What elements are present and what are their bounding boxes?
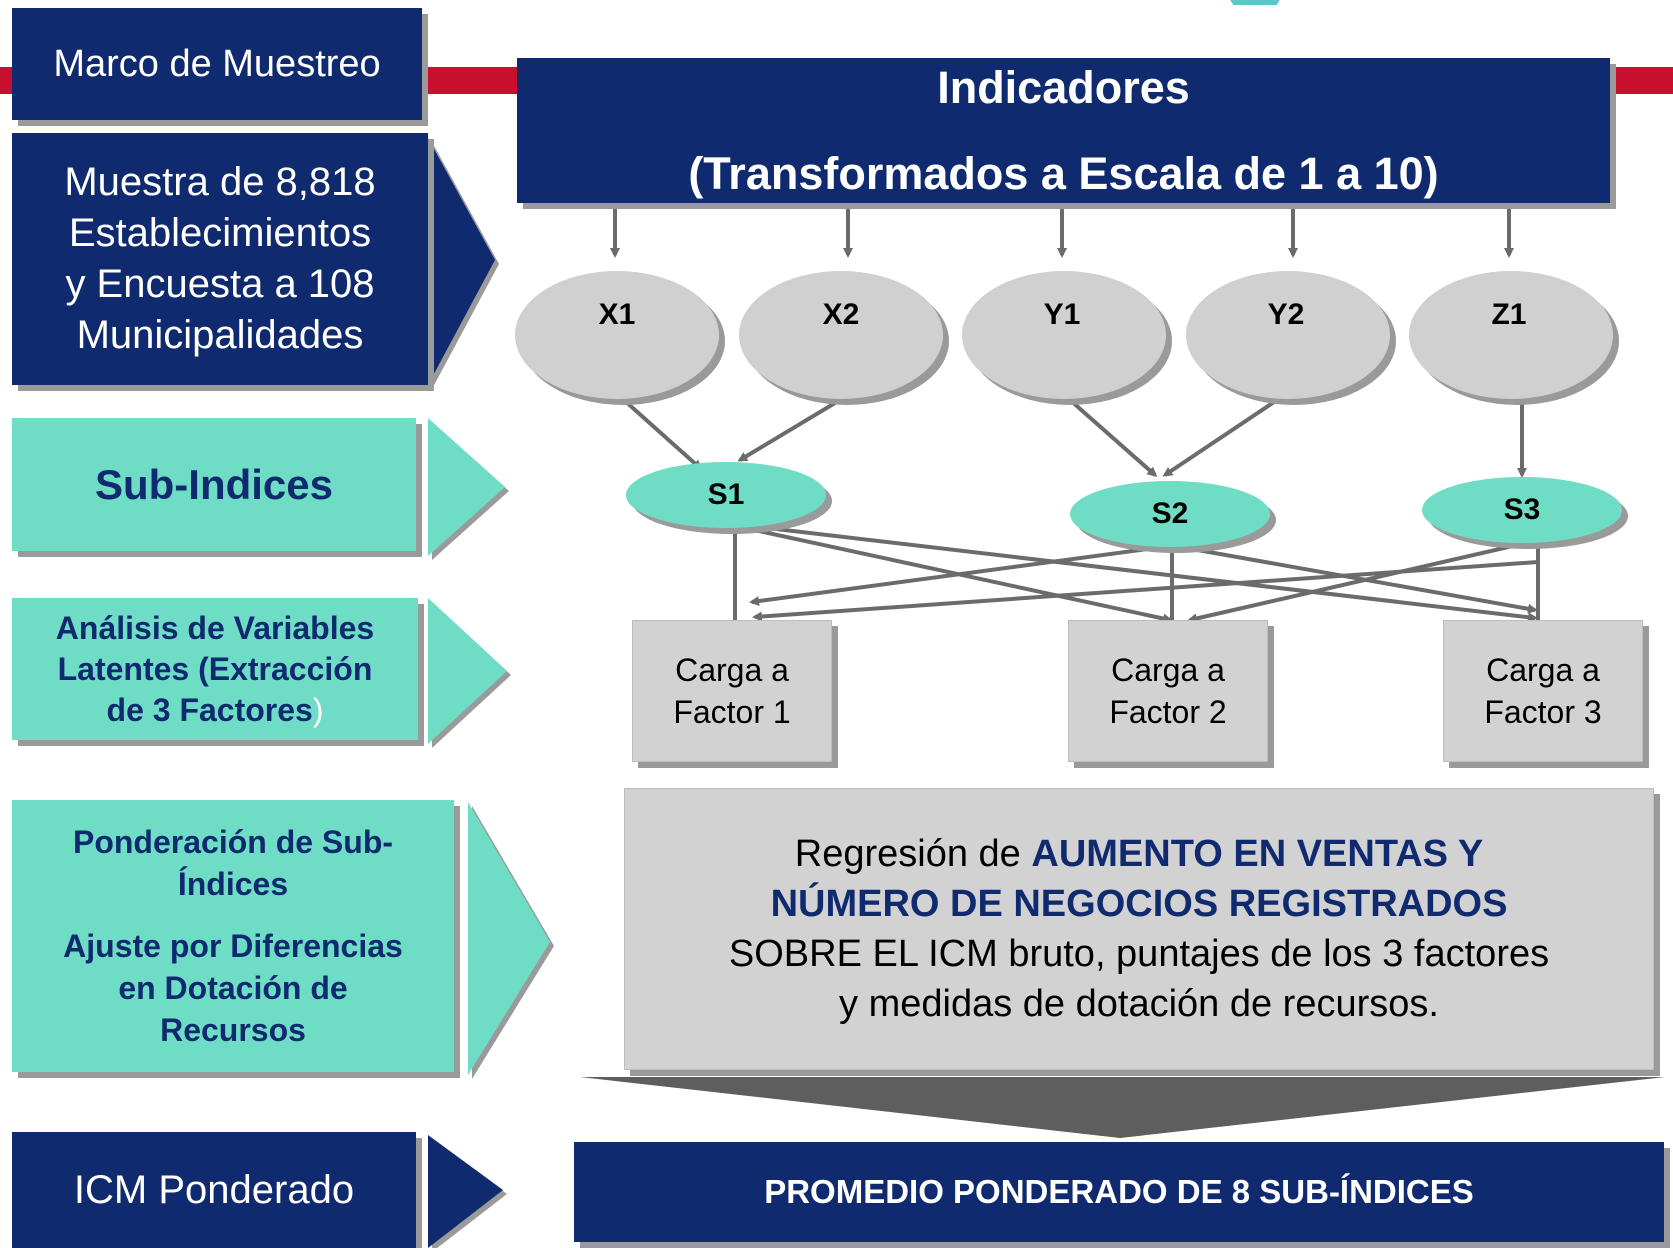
factor-2-line-1: Carga a <box>1111 652 1225 688</box>
regression-line-3: SOBRE EL ICM bruto, puntajes de los 3 fa… <box>728 933 1550 975</box>
weighting-line-2: Índices <box>177 866 289 902</box>
weighting-box: Ponderación de Sub- Índices Ajuste por D… <box>12 800 454 1072</box>
latent-analysis-box: Análisis de Variables Latentes (Extracci… <box>12 598 418 740</box>
logo-fragment <box>1215 0 1540 8</box>
funnel-arrow <box>580 1077 1665 1138</box>
indicators-subtitle: (Transformados a Escala de 1 a 10) <box>688 147 1439 199</box>
regression-line-2: NÚMERO DE NEGOCIOS REGISTRADOS <box>770 883 1508 925</box>
ellipse-s1 <box>626 462 826 528</box>
arrow-s2-factor1 <box>749 544 1171 607</box>
indicators-title: Indicadores <box>937 61 1190 113</box>
factor-2-line-2: Factor 2 <box>1109 694 1227 730</box>
latent-line-3: de 3 Factores) <box>106 691 324 728</box>
variable-x1-label: X1 <box>598 298 636 331</box>
arrow-y1-s2 <box>1068 398 1158 477</box>
weighted-icm-label: ICM Ponderado <box>73 1167 355 1212</box>
adjustment-line-1: Ajuste por Diferencias <box>63 928 403 964</box>
factor-3-box: Carga a Factor 3 <box>1443 620 1643 762</box>
sampling-frame-box: Marco de Muestreo <box>12 8 422 120</box>
variable-z1-label: Z1 <box>1491 298 1527 331</box>
variable-y1-label: Y1 <box>1043 298 1081 331</box>
variable-y2-label: Y2 <box>1267 298 1305 331</box>
variable-x2-label: X2 <box>822 298 860 331</box>
latent-line-2: Latentes (Extracción <box>57 650 373 687</box>
result-box: PROMEDIO PONDERADO DE 8 SUB-ÍNDICES <box>574 1142 1664 1242</box>
sample-line-3: y Encuesta a 108 <box>65 262 375 306</box>
factor-1-line-1: Carga a <box>675 652 789 688</box>
factor-2-box: Carga a Factor 2 <box>1068 620 1268 762</box>
ellipse-x1 <box>515 271 719 399</box>
sub-indices-box: Sub-Indices <box>12 418 416 551</box>
sample-box: Muestra de 8,818 Establecimientos y Encu… <box>12 133 428 385</box>
factor-1-line-2: Factor 1 <box>673 694 791 730</box>
indicators-box: Indicadores (Transformados a Escala de 1… <box>517 58 1610 203</box>
subindex-s1-label: S1 <box>707 478 745 511</box>
sample-line-2: Establecimientos <box>68 211 372 255</box>
arrow-x2-s1 <box>737 398 842 462</box>
subindex-s2-label: S2 <box>1151 497 1189 530</box>
factor-3-line-1: Carga a <box>1486 652 1600 688</box>
ellipse-y2 <box>1186 271 1390 399</box>
sample-line-4: Municipalidades <box>76 313 364 357</box>
ellipse-y1 <box>962 271 1166 399</box>
ellipse-s3 <box>1422 477 1622 543</box>
factor-1-box: Carga a Factor 1 <box>632 620 832 762</box>
ellipse-x2 <box>739 271 943 399</box>
factor-3-line-2: Factor 3 <box>1484 694 1602 730</box>
regression-line-4: y medidas de dotación de recursos. <box>839 983 1439 1025</box>
arrow-y2-s2 <box>1162 388 1294 477</box>
arrow-s3-factor2 <box>1187 540 1531 624</box>
sample-line-1: Muestra de 8,818 <box>64 160 376 204</box>
ellipse-z1 <box>1409 271 1613 399</box>
sampling-frame-label: Marco de Muestreo <box>53 42 381 85</box>
subindex-ellipses <box>626 462 1628 553</box>
weighted-icm-box: ICM Ponderado <box>12 1132 416 1248</box>
variable-ellipses <box>515 271 1619 405</box>
regression-line-1: Regresión de AUMENTO EN VENTAS Y <box>794 833 1484 875</box>
arrow-s2-factor3 <box>1174 544 1538 614</box>
arrow-s1-factor3 <box>749 524 1538 623</box>
adjustment-line-2: en Dotación de <box>118 970 348 1006</box>
regression-box: Regresión de AUMENTO EN VENTAS Y NÚMERO … <box>624 788 1654 1070</box>
ellipse-s2 <box>1070 481 1270 547</box>
sub-indices-label: Sub-Indices <box>94 460 334 508</box>
adjustment-line-3: Recursos <box>160 1012 306 1048</box>
result-label: PROMEDIO PONDERADO DE 8 SUB-ÍNDICES <box>764 1173 1474 1210</box>
latent-line-1: Análisis de Variables <box>55 609 375 646</box>
weighting-line-1: Ponderación de Sub- <box>72 824 394 860</box>
subindex-s3-label: S3 <box>1503 493 1541 526</box>
